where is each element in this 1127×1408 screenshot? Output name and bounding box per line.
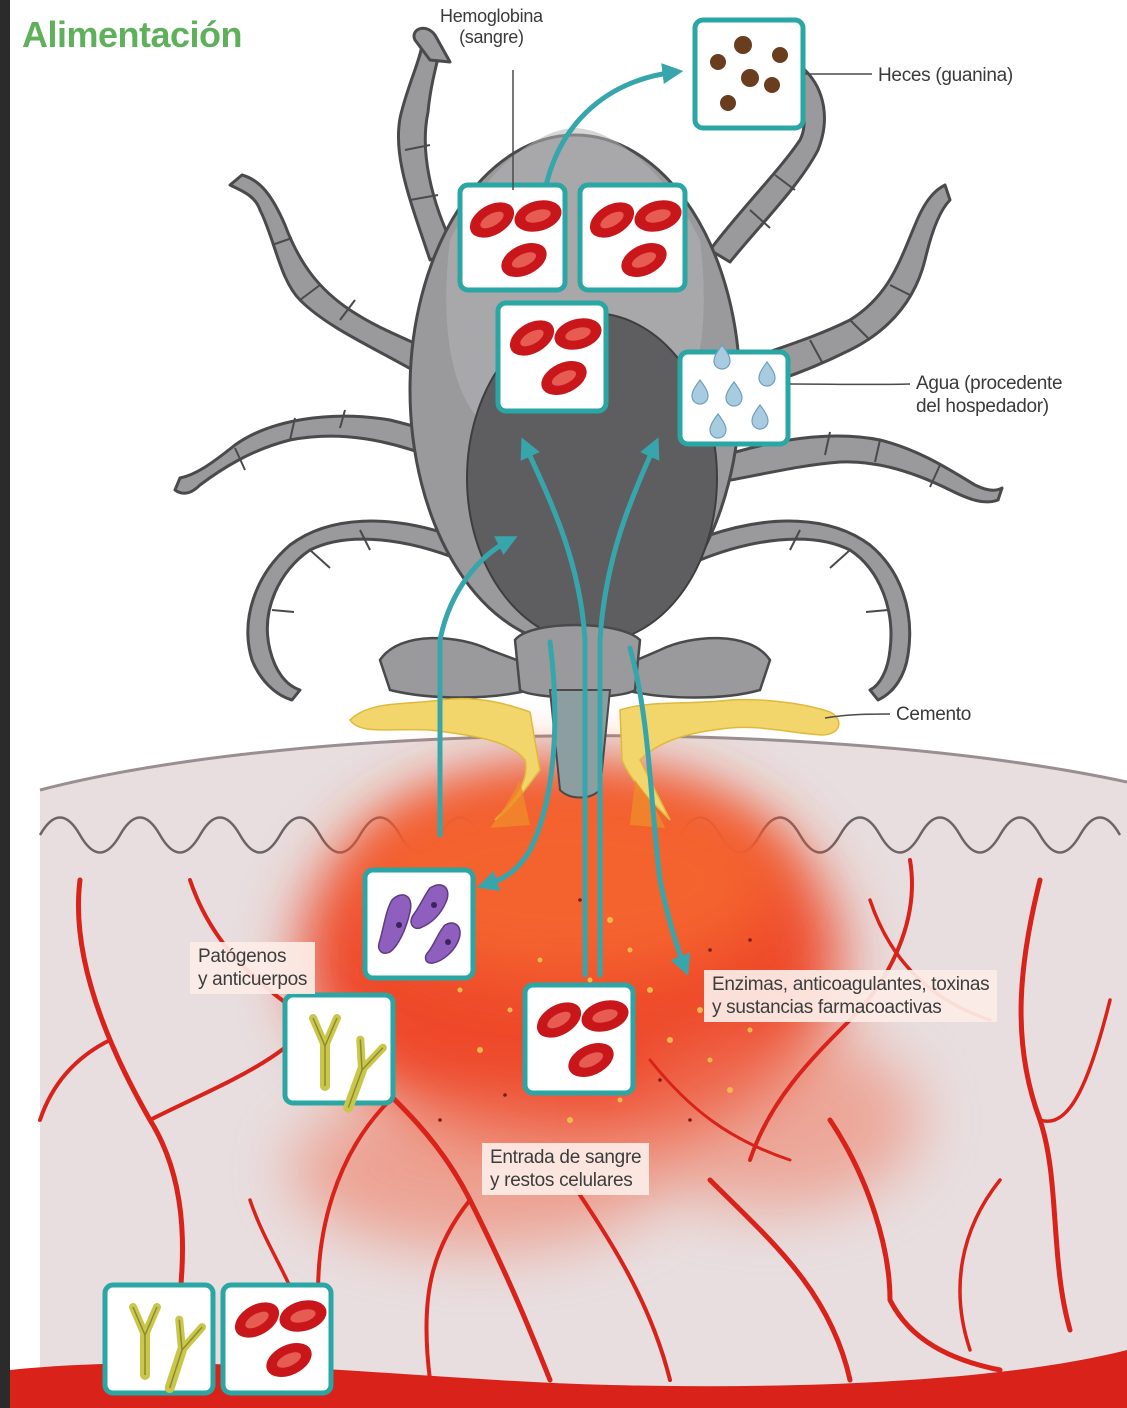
antibody-box-1 (285, 995, 393, 1112)
label-hemoglobin-line2: (sangre) (440, 27, 543, 48)
label-enzymes-line1: Enzimas, anticoagulantes, toxinas (712, 973, 989, 996)
title: Alimentación (22, 14, 242, 56)
label-pathogens-line2: y anticuerpos (198, 968, 307, 991)
hemoglobin-box-3 (498, 303, 606, 411)
label-water-line1: Agua (procedente (916, 372, 1062, 395)
tick-feeding-diagram: Alimentación Hemoglobina (sangre) Heces … (10, 0, 1127, 1408)
blood-vessel-rbc-box (223, 1285, 331, 1393)
hemoglobin-box-2 (580, 185, 685, 290)
label-water: Agua (procedente del hospedador) (916, 372, 1062, 418)
label-hemoglobin-line1: Hemoglobina (440, 6, 543, 27)
blood-entry-box (525, 985, 633, 1093)
pathogen-box (365, 870, 473, 978)
label-water-line2: del hospedador) (916, 395, 1062, 418)
label-enzymes: Enzimas, anticoagulantes, toxinas y sust… (704, 970, 997, 1022)
hemoglobin-box-1 (460, 185, 565, 290)
label-enzymes-line2: y sustancias farmacoactivas (712, 996, 989, 1019)
label-hemoglobin: Hemoglobina (sangre) (440, 6, 543, 48)
label-pathogens-line1: Patógenos (198, 945, 307, 968)
label-blood-entry-line2: y restos celulares (490, 1169, 641, 1192)
label-cement: Cemento (896, 703, 971, 726)
label-blood-entry: Entrada de sangre y restos celulares (482, 1143, 649, 1195)
water-box (680, 345, 788, 444)
antibody-box-2 (105, 1285, 213, 1393)
label-blood-entry-line1: Entrada de sangre (490, 1146, 641, 1169)
feces-guanine-box (695, 20, 803, 128)
label-pathogens: Patógenos y anticuerpos (190, 942, 315, 994)
label-feces: Heces (guanina) (878, 64, 1013, 87)
